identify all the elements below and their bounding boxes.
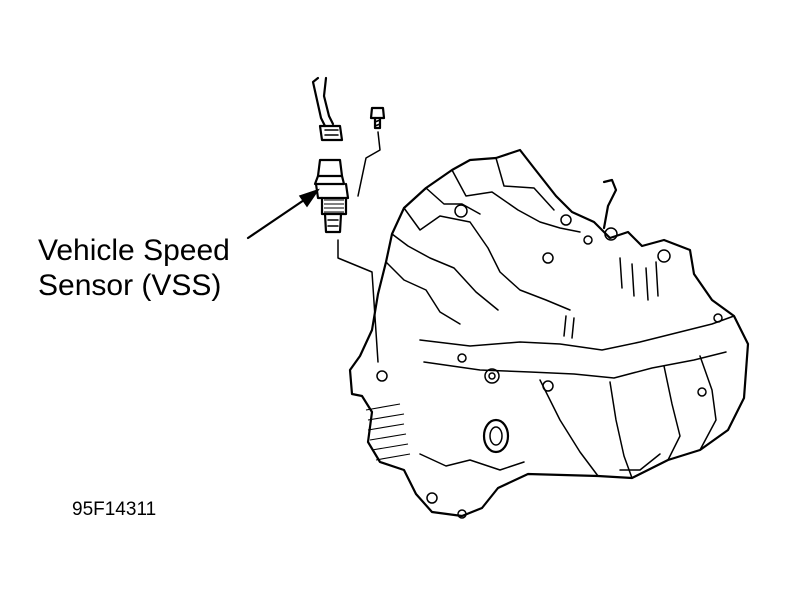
transaxle-illustration (348, 148, 750, 519)
bolt-illustration (357, 106, 386, 197)
figure-code: 95F14311 (72, 499, 157, 520)
speed-sensor-illustration (313, 158, 379, 363)
wire-connector-illustration (311, 76, 344, 142)
callout-arrow (246, 188, 320, 240)
callout-label-line1: Vehicle Speed (38, 234, 230, 267)
callout-label-line2: Sensor (VSS) (38, 269, 222, 302)
